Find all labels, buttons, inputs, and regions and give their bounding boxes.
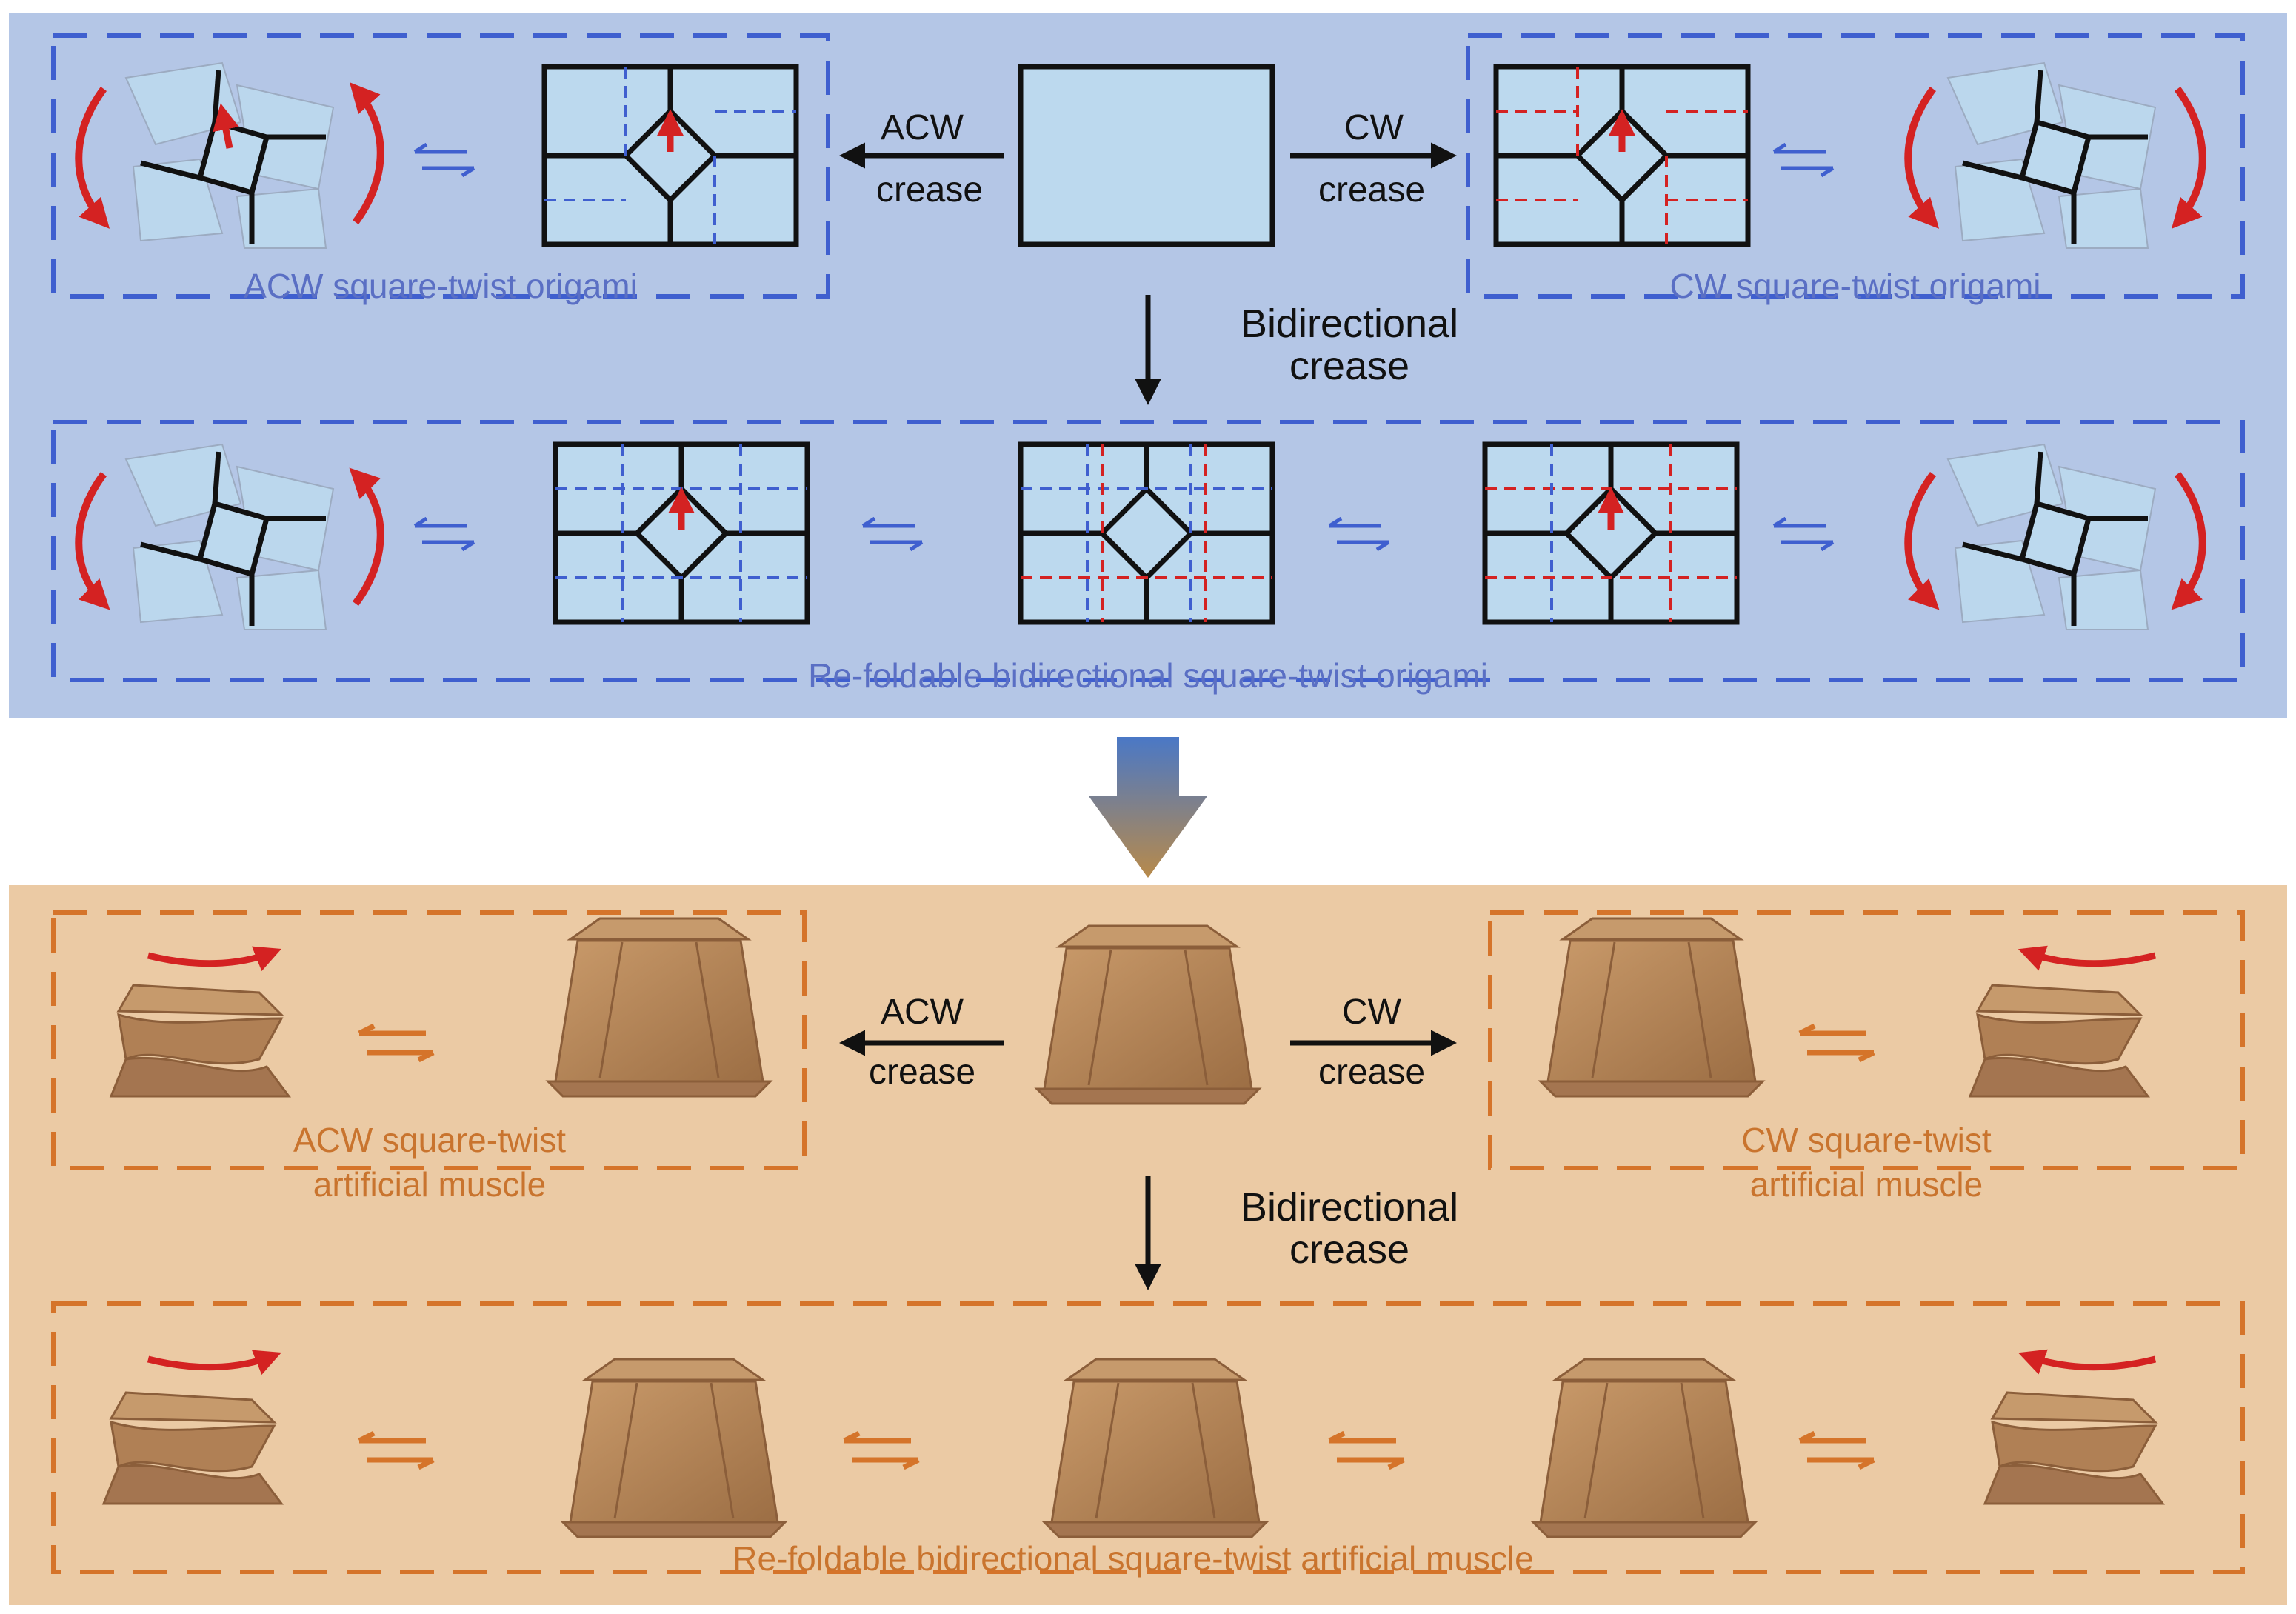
cw-muscle-rotation-arrow bbox=[2018, 945, 2157, 971]
acw-origami-caption: ACW square-twist origami bbox=[244, 267, 638, 305]
cw-muscle-caption-line1: CW square-twist bbox=[1741, 1121, 1992, 1159]
refoldable-muscle-caption: Re-foldable bidirectional square-twist a… bbox=[732, 1539, 1533, 1578]
cw-arrow-line2: crease bbox=[1318, 170, 1425, 210]
acw-twist-red-arrow bbox=[213, 103, 239, 149]
refold-muscle-acw-rotation bbox=[147, 1350, 282, 1375]
refold-pattern-1 bbox=[555, 444, 807, 622]
cw-rotation-arrow-right bbox=[2171, 87, 2206, 229]
refold-pattern-2 bbox=[1021, 444, 1272, 622]
refold-muscle-2 bbox=[561, 1358, 787, 1538]
refold-muscle-3 bbox=[1043, 1358, 1268, 1538]
bottom-acw-arrow-line2: crease bbox=[869, 1053, 975, 1092]
refoldable-origami-box bbox=[51, 420, 2245, 682]
bottom-bidirectional-line1: Bidirectional bbox=[1241, 1185, 1458, 1230]
refold-muscle-4 bbox=[1532, 1358, 1757, 1538]
cw-rotation-arrow-left bbox=[1904, 87, 1940, 229]
refoldable-muscle-box bbox=[51, 1301, 2245, 1574]
refold-acw-arrow-right bbox=[349, 467, 384, 606]
refold-muscle-cw-rotation bbox=[2018, 1349, 2157, 1375]
acw-muscle-caption-line1: ACW square-twist bbox=[293, 1121, 566, 1159]
cw-origami-caption: CW square-twist origami bbox=[1670, 267, 2041, 305]
refold-cw-arrow-right bbox=[2171, 472, 2206, 610]
transition-arrow bbox=[1089, 737, 1207, 878]
refold-pattern-3 bbox=[1485, 444, 1737, 622]
top-bidirectional-line1: Bidirectional bbox=[1241, 301, 1458, 346]
acw-origami-box bbox=[51, 33, 830, 299]
base-muscle bbox=[1035, 924, 1261, 1105]
cw-crease-pattern bbox=[1496, 67, 1748, 244]
top-bidirectional-line2: crease bbox=[1289, 344, 1409, 388]
acw-muscle-caption-line2: artificial muscle bbox=[313, 1165, 546, 1204]
cw-muscle-folded bbox=[1969, 984, 2149, 1098]
acw-arrow-line2: crease bbox=[876, 170, 983, 210]
acw-muscle-rotation-arrow bbox=[147, 946, 282, 972]
acw-muscle-upright bbox=[547, 917, 772, 1098]
refold-cw-arrow-left bbox=[1904, 472, 1940, 610]
blank-paper bbox=[1018, 64, 1275, 247]
refold-acw-arrow-left bbox=[75, 472, 110, 610]
acw-arrow-line1: ACW bbox=[881, 108, 964, 147]
refold-muscle-acw bbox=[102, 1391, 283, 1505]
refold-muscle-cw bbox=[1983, 1391, 2164, 1505]
bottom-cw-arrow-line2: crease bbox=[1318, 1053, 1425, 1092]
cw-origami-box bbox=[1466, 33, 2245, 299]
cw-muscle-upright bbox=[1539, 917, 1764, 1098]
bottom-cw-arrow-line1: CW bbox=[1342, 993, 1402, 1032]
acw-crease-pattern bbox=[544, 67, 796, 244]
refoldable-origami-caption: Re-foldable bidirectional square-twist o… bbox=[808, 656, 1488, 695]
cw-arrow-line1: CW bbox=[1344, 108, 1404, 147]
acw-muscle-folded bbox=[110, 984, 290, 1098]
acw-rotation-arrow-right bbox=[349, 82, 384, 224]
acw-rotation-arrow-left bbox=[75, 87, 110, 229]
cw-muscle-caption-line2: artificial muscle bbox=[1750, 1165, 1983, 1204]
bottom-bidirectional-line2: crease bbox=[1289, 1227, 1409, 1272]
acw-muscle-box bbox=[51, 910, 807, 1170]
bottom-acw-arrow-line1: ACW bbox=[881, 993, 964, 1032]
cw-muscle-box bbox=[1488, 910, 2245, 1170]
